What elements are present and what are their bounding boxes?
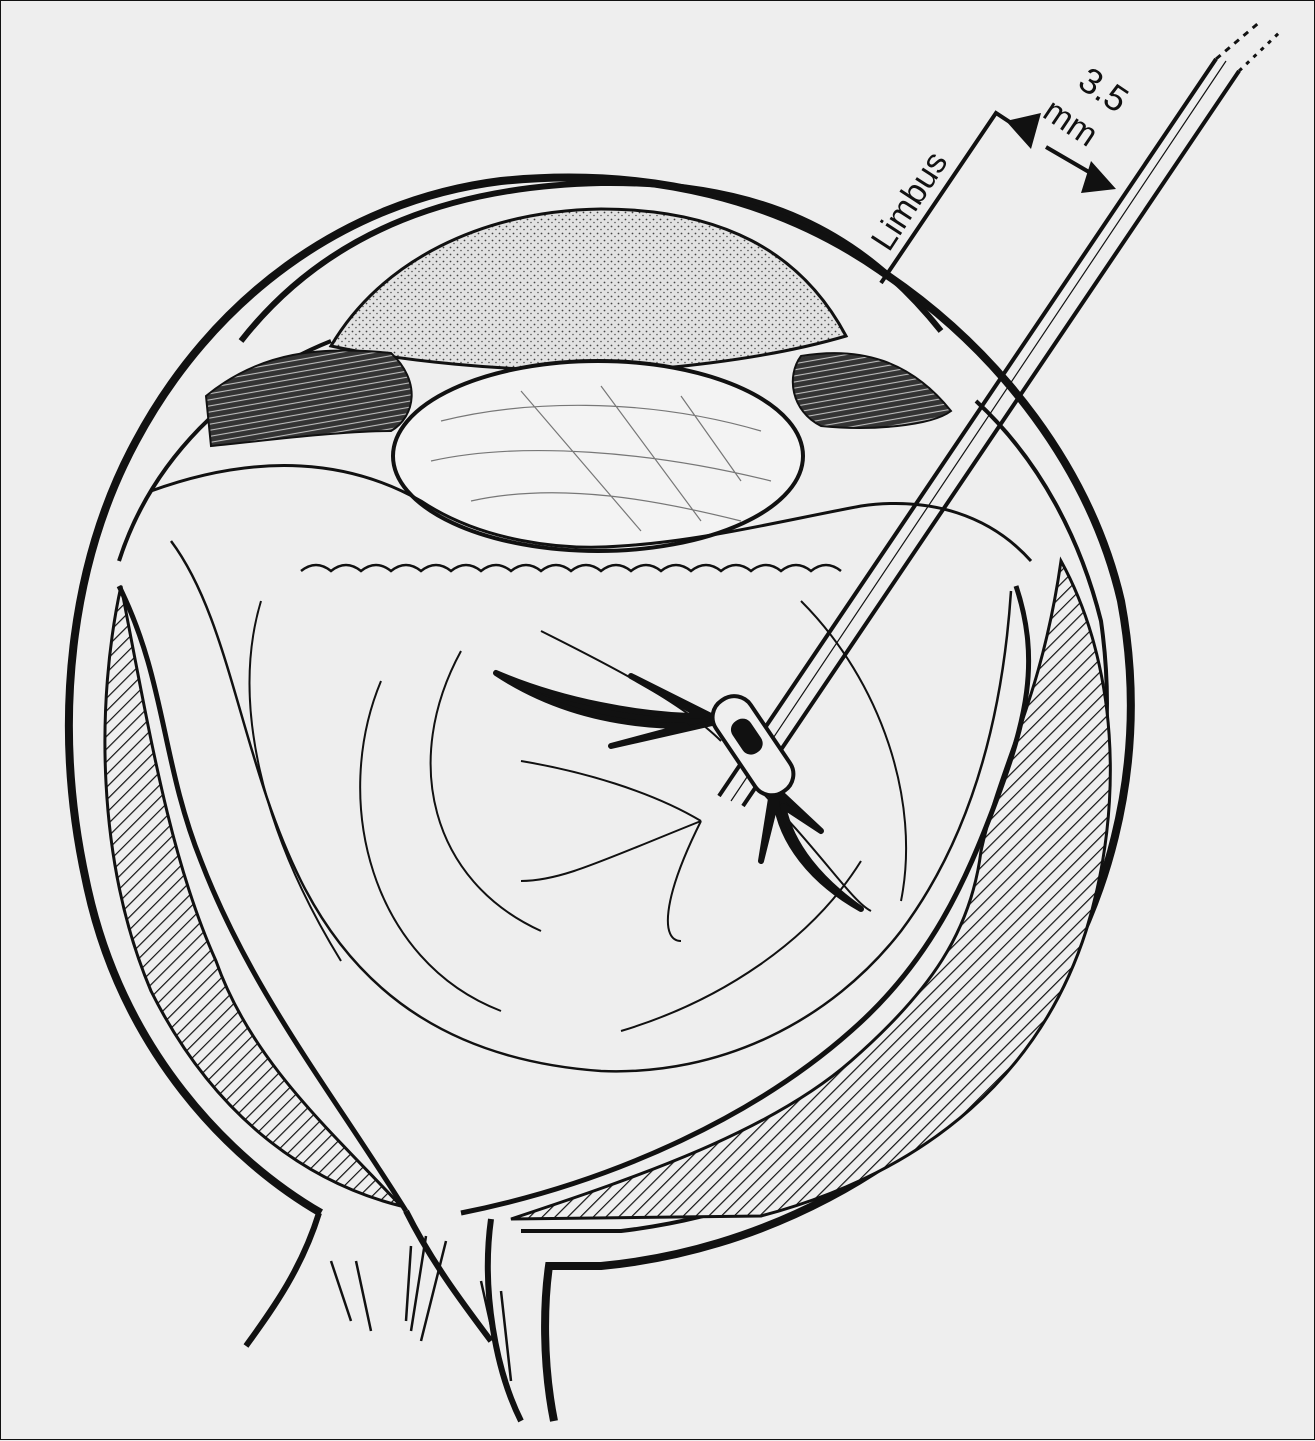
vitreous-scalloped-edge: [301, 565, 841, 571]
optic-nerve: [246, 1211, 521, 1421]
optic-nerve-fibers: [331, 1236, 511, 1381]
flow-arrow-left: [496, 673, 721, 746]
choroid-hatched-band: [105, 586, 401, 1206]
ciliary-body-right: [793, 353, 951, 428]
cornea: [331, 209, 846, 371]
vitrector-tip: [705, 688, 801, 803]
ciliary-body-left: [206, 350, 412, 446]
vitreous-membrane: [171, 541, 1011, 1071]
